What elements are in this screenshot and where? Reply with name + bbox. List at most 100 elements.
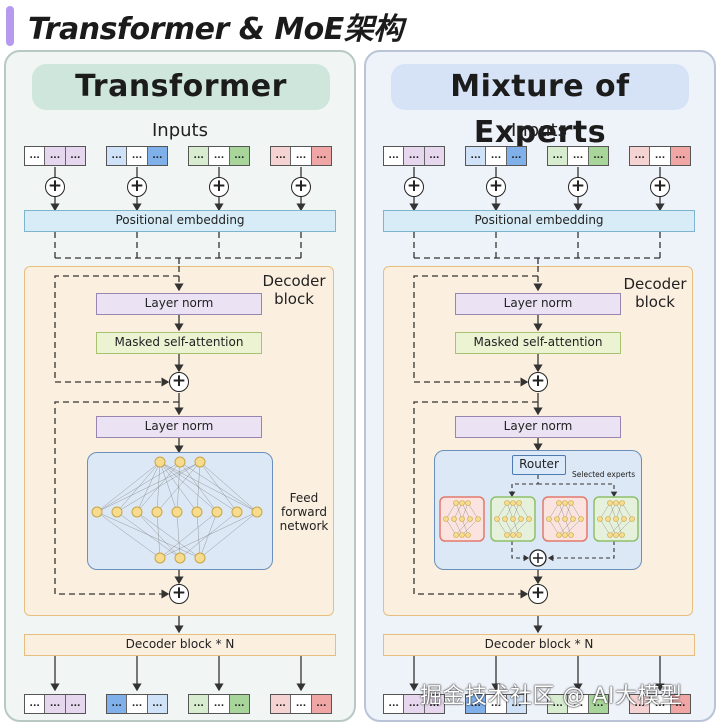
page-title: Transformer & MoE架构 — [28, 12, 403, 47]
transformer-masked-self-attention: Masked self-attention — [96, 332, 262, 354]
token-cell: ... — [45, 695, 66, 713]
add-icon: + — [486, 177, 506, 197]
token-cell: ... — [630, 695, 651, 713]
transformer-input-token-3: ... ... ... — [188, 146, 250, 166]
token-cell: ... — [568, 147, 589, 165]
token-cell: ... — [424, 147, 444, 165]
token-cell: ... — [548, 695, 569, 713]
token-cell: ... — [25, 695, 46, 713]
moe-masked-self-attention: Masked self-attention — [455, 332, 621, 354]
token-cell: ... — [486, 695, 507, 713]
token-cell: ... — [65, 695, 85, 713]
moe-output-token-1: ... ... ... — [383, 694, 445, 714]
moe-input-token-1: ... ... ... — [383, 146, 445, 166]
token-cell: ... — [588, 147, 608, 165]
token-cell: ... — [404, 695, 425, 713]
token-cell: ... — [189, 695, 210, 713]
title-accent-bar — [6, 6, 14, 46]
token-cell: ... — [384, 147, 405, 165]
token-cell: ... — [650, 147, 671, 165]
add-icon: + — [45, 177, 65, 197]
residual-add-icon: + — [169, 584, 189, 604]
token-cell: ... — [127, 695, 148, 713]
moe-layer-norm-1: Layer norm — [455, 293, 621, 315]
residual-add-icon: + — [169, 372, 189, 392]
transformer-decoder-label: Decoder block — [262, 272, 326, 308]
token-cell: ... — [107, 695, 128, 713]
token-cell: ... — [311, 695, 331, 713]
token-cell: ... — [65, 147, 85, 165]
transformer-input-token-1: ... ... ... — [24, 146, 86, 166]
token-cell: ... — [548, 147, 569, 165]
feed-forward-network-label: Feed forward network — [279, 491, 329, 533]
transformer-input-token-4: ... ... ... — [270, 146, 332, 166]
token-cell: ... — [147, 147, 167, 165]
moe-input-token-2: ... ... ... — [465, 146, 527, 166]
transformer-header: Transformer — [32, 64, 330, 110]
moe-input-token-4: ... ... ... — [629, 146, 691, 166]
token-cell: ... — [630, 147, 651, 165]
transformer-output-token-1: ... ... ... — [24, 694, 86, 714]
token-cell: ... — [650, 695, 671, 713]
transformer-layer-norm-1: Layer norm — [96, 293, 262, 315]
token-cell: ... — [424, 695, 444, 713]
add-icon: + — [291, 177, 311, 197]
moe-output-token-2: ... ... ... — [465, 694, 527, 714]
selected-experts-label: Selected experts — [572, 470, 636, 479]
moe-decoder-block-n: Decoder block * N — [383, 634, 695, 656]
token-cell: ... — [209, 147, 230, 165]
moe-positional-embedding: Positional embedding — [383, 210, 695, 232]
add-icon: + — [127, 177, 147, 197]
transformer-input-token-2: ... ... ... — [106, 146, 168, 166]
token-cell: ... — [291, 695, 312, 713]
token-cell: ... — [670, 695, 690, 713]
moe-output-token-3: ... ... ... — [547, 694, 609, 714]
token-cell: ... — [45, 147, 66, 165]
token-cell: ... — [229, 147, 249, 165]
token-cell: ... — [466, 695, 487, 713]
moe-output-token-4: ... ... ... — [629, 694, 691, 714]
transformer-layer-norm-2: Layer norm — [96, 416, 262, 438]
residual-add-icon: + — [528, 584, 548, 604]
token-cell: ... — [588, 695, 608, 713]
token-cell: ... — [291, 147, 312, 165]
residual-add-icon: + — [528, 372, 548, 392]
token-cell: ... — [189, 147, 210, 165]
moe-decoder-label: Decoder block — [623, 275, 687, 311]
token-cell: ... — [209, 695, 230, 713]
add-icon: + — [404, 177, 424, 197]
transformer-output-token-2: ... ... ... — [106, 694, 168, 714]
token-cell: ... — [670, 147, 690, 165]
add-icon: + — [568, 177, 588, 197]
token-cell: ... — [25, 147, 46, 165]
router-box: Router — [512, 455, 566, 475]
token-cell: ... — [466, 147, 487, 165]
token-cell: ... — [486, 147, 507, 165]
add-icon: + — [650, 177, 670, 197]
token-cell: ... — [107, 147, 128, 165]
transformer-positional-embedding: Positional embedding — [24, 210, 336, 232]
transformer-output-token-4: ... ... ... — [270, 694, 332, 714]
add-icon: + — [209, 177, 229, 197]
watermark: 掘金技术社区 @ AI大模型 — [420, 684, 683, 709]
moe-layer-norm-2: Layer norm — [455, 416, 621, 438]
transformer-decoder-block-n: Decoder block * N — [24, 634, 336, 656]
transformer-inputs-label: Inputs — [152, 120, 208, 141]
token-cell: ... — [506, 147, 526, 165]
token-cell: ... — [147, 695, 167, 713]
token-cell: ... — [384, 695, 405, 713]
token-cell: ... — [229, 695, 249, 713]
token-cell: ... — [271, 147, 292, 165]
token-cell: ... — [506, 695, 526, 713]
token-cell: ... — [127, 147, 148, 165]
token-cell: ... — [271, 695, 292, 713]
moe-header: Mixture of Experts — [391, 64, 689, 150]
token-cell: ... — [568, 695, 589, 713]
transformer-output-token-3: ... ... ... — [188, 694, 250, 714]
token-cell: ... — [404, 147, 425, 165]
moe-input-token-3: ... ... ... — [547, 146, 609, 166]
token-cell: ... — [311, 147, 331, 165]
